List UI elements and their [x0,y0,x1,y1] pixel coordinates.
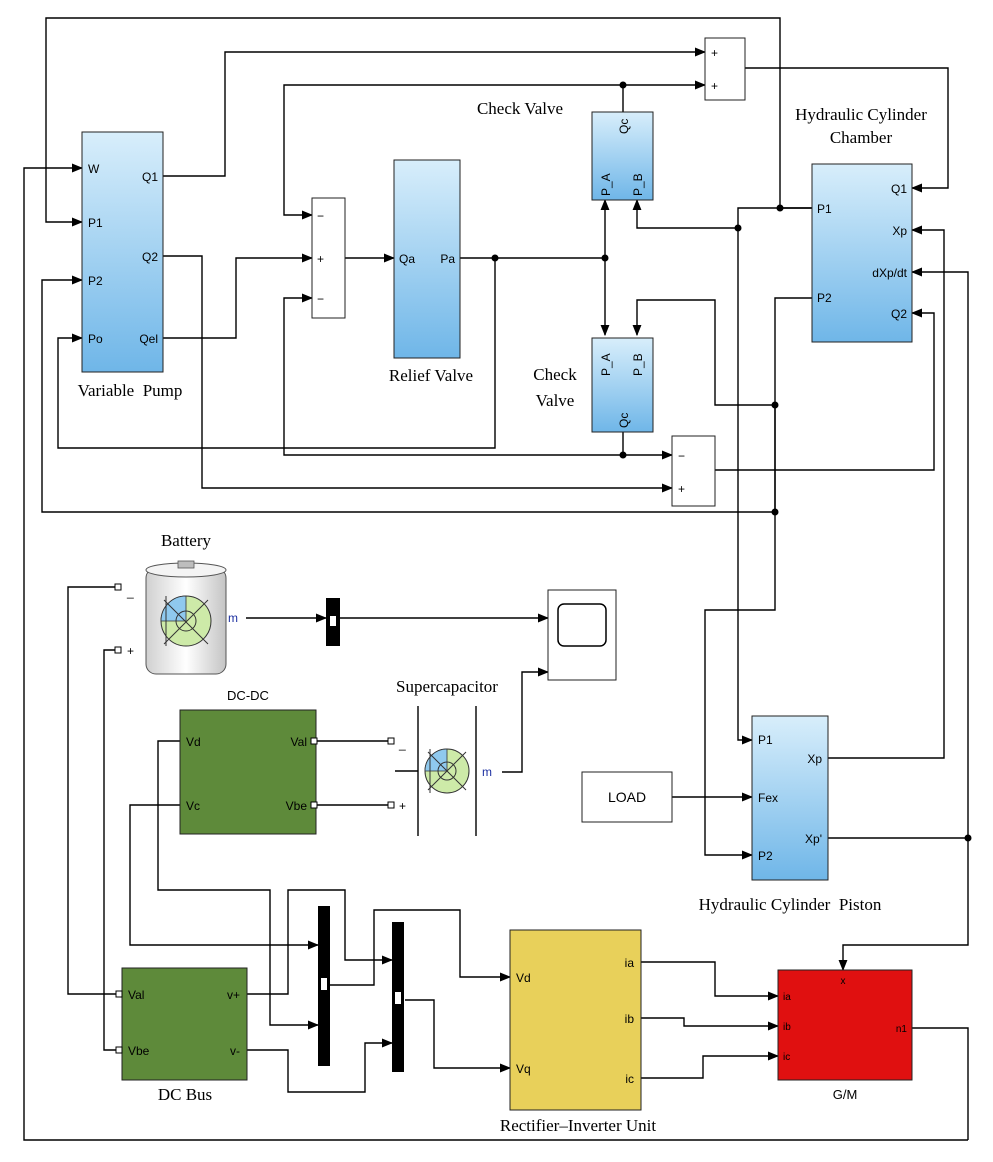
port-label: Vd [516,971,531,985]
port-label: W [88,162,100,176]
port-label: Q2 [142,250,158,264]
port-label: Vd [186,735,201,749]
supercap-terminal-label: + [399,799,406,813]
port-label: Pa [440,252,455,266]
port-label: Q1 [142,170,158,184]
chamber-caption-1: Hydraulic Cylinder [795,105,927,124]
dc-dc-caption: DC-DC [227,688,269,703]
check-valve-bottom-caption-2: Valve [536,391,575,410]
hydraulic-wires [23,17,969,1141]
port-label: P2 [758,849,773,863]
port-label: v+ [227,988,240,1002]
port-label: x [841,976,846,987]
battery-caption: Battery [161,531,212,550]
sum-sign: − [678,449,685,463]
port-label: Xp [892,224,907,238]
supercap-terminal-label: _ [398,737,406,751]
sum-sign: − [317,292,324,306]
battery-block[interactable]: _ + m [114,560,238,675]
port-label: Qc [617,413,631,428]
port-label: n1 [896,1024,908,1035]
port-label: v- [230,1044,240,1058]
electrical-wires [67,586,780,1093]
port-label: P_A [599,173,613,196]
port-label: ia [783,992,791,1003]
port-label: Vq [516,1062,531,1076]
load-block[interactable]: LOAD [581,771,673,823]
sum-block-bottom[interactable]: − + [671,435,716,507]
port-label: Xp' [805,832,822,846]
port-label: P2 [817,291,832,305]
port-label: P_B [631,173,645,196]
port-label: ic [625,1072,634,1086]
supercapacitor-block[interactable]: _ + m [387,706,492,836]
port-label: P2 [88,274,103,288]
chamber-caption-2: Chamber [830,128,893,147]
port-label: P_A [599,353,613,376]
port-label: P1 [88,216,103,230]
sum-sign: + [711,79,718,93]
supercapacitor-symbol-icon [424,748,470,794]
mux-2[interactable] [392,922,404,1072]
port-label: Val [291,735,307,749]
port-label: Vc [186,799,200,813]
piston-caption: Hydraulic Cylinder Piston [699,895,882,914]
rectifier-inverter-block[interactable]: Vd Vq ia ib ic [509,929,642,1111]
port-label: ic [783,1052,790,1063]
mux-battery[interactable] [326,598,340,646]
battery-measure-label: m [228,611,238,625]
variable-pump-block[interactable]: W P1 P2 Po Q1 Q2 Qel [81,131,164,373]
dc-dc-block[interactable]: Vd Vc Val Vbe [179,709,318,835]
sum-sign: − [317,209,324,223]
load-label: LOAD [608,789,646,805]
generator-motor-block[interactable]: x ia ib ic n1 [777,969,913,1081]
port-label: ia [625,956,635,970]
battery-terminal-label: _ [126,585,134,599]
scope-block[interactable] [547,589,617,681]
hydraulic-cylinder-piston-block[interactable]: P1 Fex P2 Xp Xp' [751,715,829,881]
port-label: P_B [631,353,645,376]
port-label: ib [625,1012,635,1026]
supercap-measure-label: m [482,765,492,779]
port-label: dXp/dt [872,266,907,280]
junction-dots [491,81,972,842]
sum-sign: + [678,482,685,496]
dc-bus-block[interactable]: Val Vbe v+ v- [115,967,248,1081]
port-label: Fex [758,791,778,805]
hydraulic-cylinder-chamber-block[interactable]: P1 P2 Q1 Xp dXp/dt Q2 [811,163,913,343]
port-label: P1 [817,202,832,216]
port-label: Vbe [128,1044,150,1058]
port-label: Qa [399,252,415,266]
variable-pump-caption: Variable Pump [78,381,183,400]
port-label: Xp [807,752,822,766]
mux-1[interactable] [318,906,330,1066]
port-label: Po [88,332,103,346]
port-label: Qc [617,119,631,134]
gm-caption: G/M [833,1087,858,1102]
sum-sign: + [317,252,324,266]
check-valve-bottom-block[interactable]: P_A P_B Qc [591,337,654,433]
port-label: ib [783,1022,791,1033]
sum-block-top[interactable]: + + [704,37,746,101]
port-label: Vbe [286,799,308,813]
check-valve-top-caption: Check Valve [477,99,563,118]
relief-valve-block[interactable]: Qa Pa [393,159,461,359]
sum-block-middle[interactable]: − + − [311,197,346,319]
battery-terminal-label: + [127,644,134,658]
port-label: Q1 [891,182,907,196]
check-valve-bottom-caption-1: Check [533,365,577,384]
check-valve-top-block[interactable]: P_A P_B Qc [591,111,654,201]
sum-sign: + [711,46,718,60]
port-label: P1 [758,733,773,747]
relief-valve-caption: Relief Valve [389,366,473,385]
port-label: Q2 [891,307,907,321]
battery-symbol-icon [160,595,212,647]
dc-bus-caption: DC Bus [158,1085,212,1104]
rectifier-inverter-caption: Rectifier–Inverter Unit [500,1116,657,1135]
supercapacitor-caption: Supercapacitor [396,677,498,696]
port-label: Val [128,988,144,1002]
port-label: Qel [139,332,158,346]
